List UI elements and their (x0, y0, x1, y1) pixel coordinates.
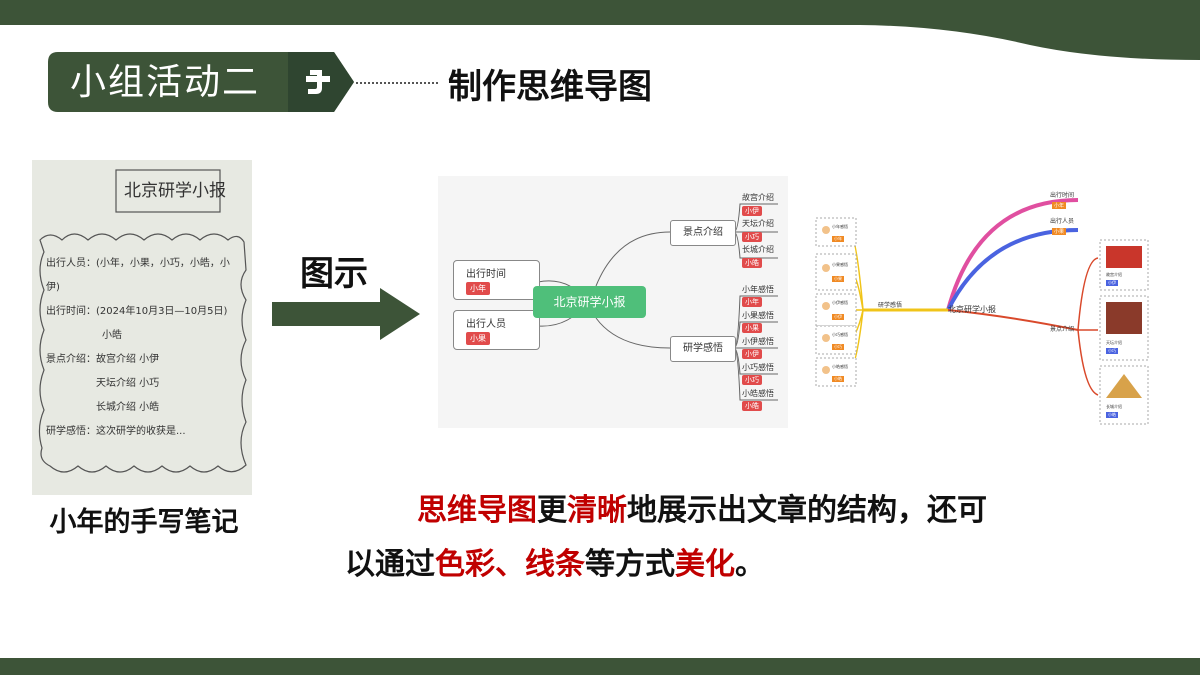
mm2-person-tag: 小年 (832, 236, 844, 242)
desc-text: 以通过 (345, 547, 435, 582)
mm2-place-tag: 小皓 (1106, 412, 1118, 418)
mm2-node-tag: 小年 (1052, 202, 1067, 209)
mm2-person-tag: 小果 (832, 276, 844, 282)
mm2-node-time: 出行时间 (1050, 192, 1075, 199)
note-line: 天坛介绍 小巧 (96, 378, 160, 389)
mm2-person-label: 小果感悟 (832, 262, 848, 267)
mm1-node-label: 出行人员 (466, 319, 506, 330)
mm2-person-tag: 小伊 (832, 314, 844, 320)
mm1-leaf-tag: 小伊 (742, 206, 762, 216)
mm2-node-scenic: 景点介绍 (1050, 326, 1075, 333)
mm1-leaf-tag: 小皓 (742, 258, 762, 268)
flag-icon (306, 70, 330, 94)
mm1-branch-feel: 研学感悟 (670, 336, 736, 362)
mm2-left-branch: 研学感悟 (878, 302, 903, 309)
mm1-leaf-tag: 小皓 (742, 401, 762, 411)
mm2-center-node: 北京研学小报 (948, 305, 996, 314)
mm1-leaf-tag: 小巧 (742, 232, 762, 242)
mm1-node-tag: 小果 (466, 332, 490, 345)
mm2-node-people: 出行人员 (1050, 218, 1075, 225)
mm1-leaf: 小年感悟 (742, 285, 774, 294)
dotted-connector (356, 82, 438, 84)
mm1-leaf: 小伊感悟 (742, 337, 774, 346)
mm2-person-label: 小皓感悟 (832, 364, 848, 369)
mm1-leaf: 小巧感悟 (742, 363, 774, 372)
top-band (0, 0, 1200, 60)
note-line: 长城介绍 小皓 (96, 402, 160, 413)
desc-highlight: 色彩、线条 (435, 547, 585, 582)
mm1-leaf: 长城介绍 (742, 245, 774, 254)
mm1-branch-scenic: 景点介绍 (670, 220, 736, 246)
activity-title: 小组活动二 (70, 62, 261, 103)
note-line: 景点介绍：故宫介绍 小伊 (46, 354, 160, 365)
description-line-2: 以通过色彩、线条等方式美化。 (345, 538, 1105, 592)
mm1-node-label: 出行时间 (466, 269, 506, 280)
mm2-place-tag: 小巧 (1106, 348, 1118, 354)
mm2-node-tag: 小果 (1052, 228, 1067, 235)
note-line: 小皓 (102, 330, 122, 341)
mm2-person-tag: 小巧 (832, 344, 844, 350)
desc-highlight: 美化 (675, 547, 735, 582)
note-line: 研学感悟：这次研学的收获是... (46, 426, 186, 437)
description-text: 思维导图更清晰地展示出文章的结构，还可 以通过色彩、线条等方式美化。 (345, 484, 1105, 592)
mm1-leaf: 小皓感悟 (742, 389, 774, 398)
mm2-person-label: 小伊感悟 (832, 300, 848, 305)
right-arrow-icon (272, 288, 420, 340)
mm1-center-node: 北京研学小报 (533, 286, 646, 318)
note-lines: 出行人员：(小年，小果，小巧，小皓，小伊) 出行时间：(2024年10月3日—1… (46, 252, 242, 444)
mm1-node-time: 出行时间 小年 (453, 260, 540, 300)
mm2-person-tag: 小皓 (832, 376, 844, 382)
mm1-leaf-tag: 小果 (742, 323, 762, 333)
mm1-leaf: 小果感悟 (742, 311, 774, 320)
desc-text: 等方式 (585, 547, 675, 582)
desc-text: 更 (537, 493, 567, 528)
desc-text: 地展示出文章的结构，还可 (627, 493, 987, 528)
arrow-label: 图示 (300, 254, 368, 294)
mm1-leaf-tag: 小巧 (742, 375, 762, 385)
desc-highlight: 清晰 (567, 493, 627, 528)
note-line: 出行时间：(2024年10月3日—10月5日) (46, 306, 228, 317)
mm1-leaf: 天坛介绍 (742, 219, 774, 228)
mm1-leaf: 故宫介绍 (742, 193, 774, 202)
mm1-node-people: 出行人员 小果 (453, 310, 540, 350)
mind-map-plain: 出行时间 小年 出行人员 小果 北京研学小报 景点介绍 研学感悟 故宫介绍 小伊… (438, 176, 788, 428)
mind-map-colored: 北京研学小报 研学感悟 出行时间 小年 出行人员 小果 景点介绍 小年感悟 小年… (808, 180, 1158, 430)
mm1-node-tag: 小年 (466, 282, 490, 295)
note-caption: 小年的手写笔记 (49, 507, 239, 538)
mm1-leaf-tag: 小伊 (742, 349, 762, 359)
mm2-place-label: 故宫介绍 (1106, 272, 1122, 277)
note-line: 出行人员：(小年，小果，小巧，小皓，小伊) (46, 258, 230, 293)
mm2-place-tag: 小伊 (1106, 280, 1118, 286)
note-title: 北京研学小报 (124, 181, 226, 201)
handwritten-note-photo: 北京研学小报 出行人员：(小年，小果，小巧，小皓，小伊) 出行时间：(2024年… (32, 160, 252, 495)
mm1-leaf-tag: 小年 (742, 297, 762, 307)
bottom-band (0, 658, 1200, 675)
desc-text: 。 (735, 547, 765, 582)
mm2-person-label: 小年感悟 (832, 224, 848, 229)
mm2-place-label: 天坛介绍 (1106, 340, 1122, 345)
page-subtitle: 制作思维导图 (448, 67, 652, 107)
description-line-1: 思维导图更清晰地展示出文章的结构，还可 (345, 484, 1105, 538)
desc-highlight: 思维导图 (417, 493, 537, 528)
mm2-place-label: 长城介绍 (1106, 404, 1122, 409)
note-sketch (32, 160, 252, 495)
mm2-person-label: 小巧感悟 (832, 332, 848, 337)
